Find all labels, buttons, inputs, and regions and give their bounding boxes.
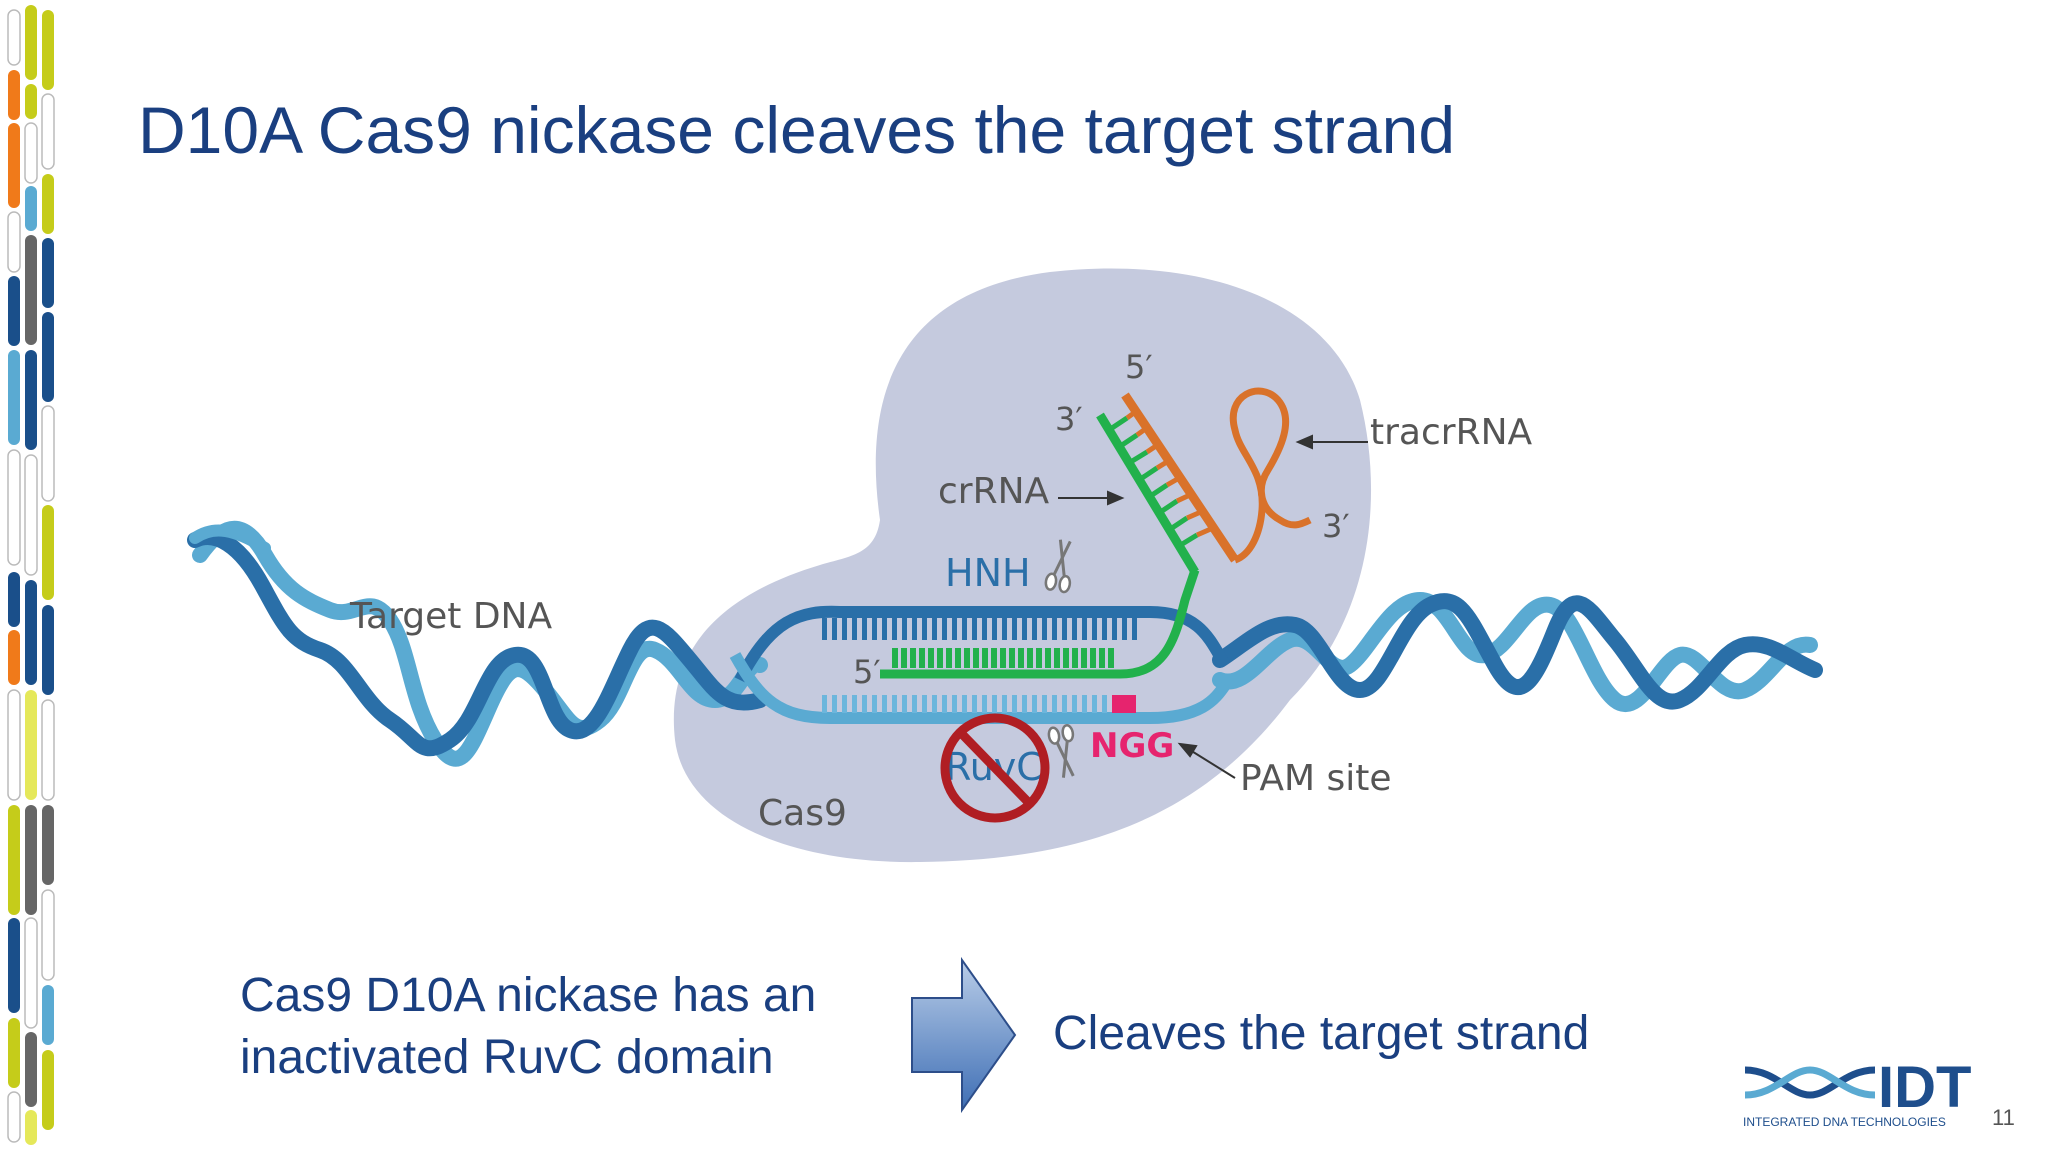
label-arrows xyxy=(1058,434,1368,779)
top-strand-rungs xyxy=(822,618,1142,640)
five-prime-top-label: 5′ xyxy=(1125,348,1153,386)
pam-site-label: PAM site xyxy=(1240,758,1392,799)
hnh-label: HNH xyxy=(945,551,1031,595)
three-prime-tracr-label: 3′ xyxy=(1322,507,1350,545)
pam-rungs xyxy=(1112,695,1136,713)
crrna-strand xyxy=(880,568,1200,679)
target-dna-label: Target DNA xyxy=(349,596,552,637)
bottom-strand-rungs xyxy=(822,695,1107,713)
result-text: Cleaves the target strand xyxy=(1053,1007,1590,1060)
crrna-tracrrna-duplex xyxy=(1096,387,1312,575)
nickase-description: Cas9 D10A nickase has an inactivated Ruv… xyxy=(240,965,900,1089)
target-strand-top xyxy=(734,605,1231,683)
crrna-label: crRNA xyxy=(938,471,1050,512)
non-target-strand-bottom xyxy=(729,652,1230,724)
dna-helix-right xyxy=(1212,591,1823,712)
decorative-side-stripe xyxy=(7,5,55,1145)
crrna-target-pairing-rungs xyxy=(890,648,1115,668)
idt-logo: IDT INTEGRATED DNA TECHNOLOGIES xyxy=(1743,1055,1971,1129)
nickase-description-line2: inactivated RuvC domain xyxy=(240,1031,774,1084)
idt-logo-tagline: INTEGRATED DNA TECHNOLOGIES xyxy=(1743,1115,1946,1129)
inactivated-ruvc-icon xyxy=(940,713,1050,823)
ruvc-scissors-icon xyxy=(1047,724,1075,778)
nickase-description-line1: Cas9 D10A nickase has an xyxy=(240,969,817,1022)
ngg-label: NGG xyxy=(1090,726,1174,766)
slide-title: D10A Cas9 nickase cleaves the target str… xyxy=(138,93,1456,167)
result-arrow-icon xyxy=(911,956,1017,1114)
tracrrna-label: tracrRNA xyxy=(1370,412,1533,453)
five-prime-target-label: 5′ xyxy=(853,653,881,691)
idt-logo-name: IDT xyxy=(1878,1055,1971,1120)
page-number: 11 xyxy=(1992,1105,2015,1130)
three-prime-crrna-label: 3′ xyxy=(1055,400,1083,438)
cas9-label: Cas9 xyxy=(758,793,847,834)
hnh-scissors-icon xyxy=(1044,539,1072,594)
dna-helix-left xyxy=(187,520,768,767)
